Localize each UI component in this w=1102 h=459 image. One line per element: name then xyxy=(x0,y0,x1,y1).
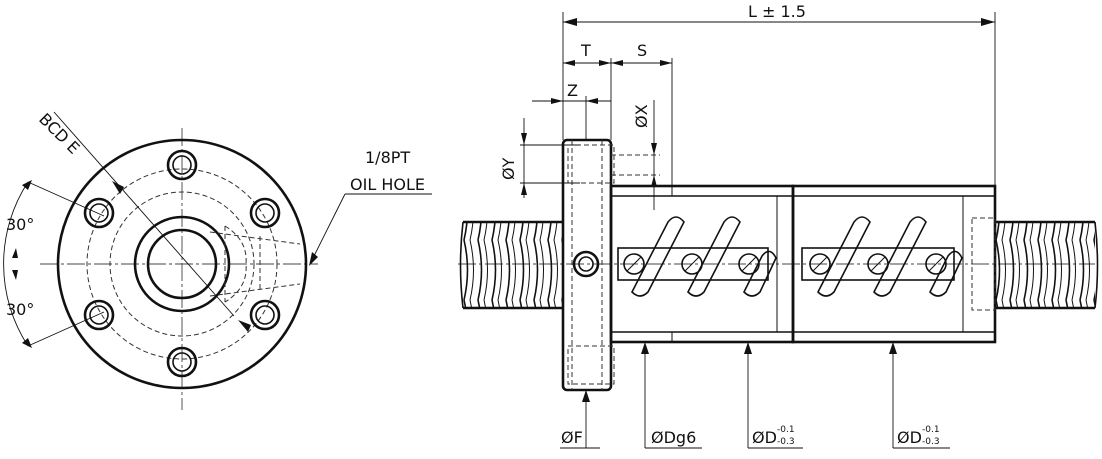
x-label: ØX xyxy=(632,104,651,128)
nut-hidden-circle xyxy=(109,191,255,337)
oil-hole-hidden xyxy=(209,225,301,303)
d1-label: ØD xyxy=(752,428,777,447)
y-label: ØY xyxy=(499,157,518,180)
d1-tolerance-upper: -0.1 xyxy=(777,425,795,435)
oil-hole-size-label: 1/8PT xyxy=(365,148,410,167)
flange-bolt-hole-bottom xyxy=(567,345,615,385)
front-view: BCD E 30° 30° 1/8PT OIL HOLE xyxy=(3,109,432,410)
oil-hole-leader xyxy=(311,193,346,261)
ball-return-tubes-left xyxy=(617,216,777,297)
bcd-leader xyxy=(53,111,235,317)
left-screw-thread xyxy=(463,222,563,308)
s-label: S xyxy=(637,41,647,60)
flange-bolt-hole-top xyxy=(567,144,615,184)
ball-return-tubes-right xyxy=(801,216,963,297)
right-screw-thread xyxy=(995,222,1095,308)
shaft-outer-circle xyxy=(133,215,231,313)
flange-outline xyxy=(56,138,308,390)
flange-oil-hole xyxy=(572,250,600,278)
z-label: Z xyxy=(567,81,578,100)
nut-flange xyxy=(561,138,613,392)
d1-tolerance-lower: -0.3 xyxy=(777,437,795,447)
d2-tolerance-upper: -0.1 xyxy=(922,425,940,435)
bolt-holes xyxy=(83,149,281,378)
d2-tolerance-lower: -0.3 xyxy=(922,437,940,447)
dg6-label: ØDg6 xyxy=(651,428,696,447)
angle-bottom-label: 30° xyxy=(6,300,34,319)
length-label: L ± 1.5 xyxy=(748,2,806,21)
f-label: ØF xyxy=(561,428,583,447)
nut-end-seal xyxy=(971,217,996,311)
bcd-label: BCD E xyxy=(35,109,83,157)
bolt-circle xyxy=(86,168,278,360)
oil-hole-text-label: OIL HOLE xyxy=(350,175,425,194)
angle-dimension-arc xyxy=(3,181,29,347)
angle-top-label: 30° xyxy=(6,215,34,234)
side-view: L ± 1.5 T S Z ØX ØY ØF xyxy=(458,2,1099,449)
shaft-inner-circle xyxy=(146,228,218,300)
t-label: T xyxy=(580,41,591,60)
d2-label: ØD xyxy=(897,428,922,447)
